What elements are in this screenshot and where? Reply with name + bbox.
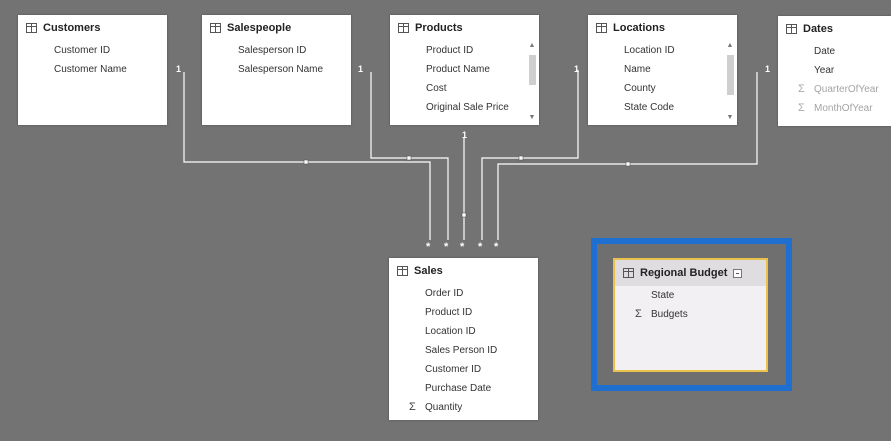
field-original-sale-price[interactable]: Original Sale Price <box>426 102 509 113</box>
scroll-up-icon[interactable]: ▲ <box>726 42 734 49</box>
table-icon <box>210 23 221 33</box>
table-products[interactable]: Products Product ID Product Name Cost Or… <box>390 15 539 125</box>
scroll-thumb[interactable] <box>529 55 536 85</box>
cardinality-many-marker: * <box>478 241 483 253</box>
table-title: Customers <box>43 22 101 34</box>
table-title: Products <box>415 22 463 34</box>
scroll-up-icon[interactable]: ▲ <box>528 42 536 49</box>
field-date[interactable]: Date <box>814 46 836 57</box>
table-icon <box>397 266 408 276</box>
table-icon <box>26 23 37 33</box>
sigma-icon: Σ <box>798 83 805 95</box>
field-county[interactable]: County <box>624 83 656 94</box>
field-label: QuarterOfYear <box>814 84 879 95</box>
field-location-id[interactable]: Location ID <box>425 326 476 337</box>
field-name[interactable]: Name <box>624 64 651 75</box>
field-product-name[interactable]: Product Name <box>426 64 490 75</box>
table-icon <box>786 24 797 34</box>
table-icon <box>596 23 607 33</box>
cardinality-one-dates: 1 <box>765 64 771 74</box>
sigma-icon: Σ <box>409 401 416 413</box>
field-quantity[interactable]: Σ Quantity <box>389 398 538 417</box>
table-title: Salespeople <box>227 22 292 34</box>
table-icon <box>623 268 634 278</box>
scroll-down-icon[interactable]: ▼ <box>726 114 734 121</box>
table-locations-header[interactable]: Locations <box>588 15 737 41</box>
field-label: Budgets <box>651 309 688 320</box>
table-locations[interactable]: Locations Location ID Name County State … <box>588 15 737 125</box>
table-salespeople-header[interactable]: Salespeople <box>202 15 351 41</box>
field-location-id[interactable]: Location ID <box>624 45 675 56</box>
collapse-icon[interactable] <box>733 268 743 278</box>
sigma-icon: Σ <box>798 102 805 114</box>
cardinality-one-customers: 1 <box>176 64 182 74</box>
field-product-id[interactable]: Product ID <box>426 45 474 56</box>
field-state[interactable]: State <box>651 290 675 301</box>
field-quarter-of-year[interactable]: Σ QuarterOfYear <box>778 80 891 99</box>
cardinality-one-products: 1 <box>462 130 468 140</box>
field-salesperson-id[interactable]: Salesperson ID <box>238 45 307 56</box>
field-month-of-year[interactable]: Σ MonthOfYear <box>778 99 891 118</box>
table-regional-budget[interactable]: Regional Budget State Σ Budgets <box>613 258 768 372</box>
table-title: Locations <box>613 22 665 34</box>
field-order-id[interactable]: Order ID <box>425 288 464 299</box>
field-sales-person-id[interactable]: Sales Person ID <box>425 345 498 356</box>
scroll-thumb[interactable] <box>727 55 734 95</box>
field-label: MonthOfYear <box>814 103 873 114</box>
table-customers-header[interactable]: Customers <box>18 15 167 41</box>
field-customer-id[interactable]: Customer ID <box>425 364 482 375</box>
table-locations-scrollbar[interactable]: ▲ ▼ <box>725 41 735 123</box>
field-purchase-date[interactable]: Purchase Date <box>425 383 492 394</box>
table-title: Sales <box>414 265 443 277</box>
field-year[interactable]: Year <box>814 65 835 76</box>
table-dates-header[interactable]: Dates <box>778 16 891 42</box>
field-cost[interactable]: Cost <box>426 83 447 94</box>
table-icon <box>398 23 409 33</box>
table-title: Dates <box>803 23 833 35</box>
cardinality-one-salespeople: 1 <box>358 64 364 74</box>
cardinality-many-marker: * <box>444 241 449 253</box>
table-products-header[interactable]: Products <box>390 15 539 41</box>
cardinality-many-marker: * <box>460 241 465 253</box>
table-title: Regional Budget <box>640 267 728 279</box>
table-products-scrollbar[interactable]: ▲ ▼ <box>527 41 537 123</box>
field-customer-id[interactable]: Customer ID <box>54 45 111 56</box>
table-customers[interactable]: Customers Customer ID Customer Name <box>18 15 167 125</box>
field-product-id[interactable]: Product ID <box>425 307 473 318</box>
cardinality-many-marker: * <box>426 241 431 253</box>
table-salespeople[interactable]: Salespeople Salesperson ID Salesperson N… <box>202 15 351 125</box>
field-customer-name[interactable]: Customer Name <box>54 64 127 75</box>
cardinality-many-marker: * <box>494 241 499 253</box>
table-sales[interactable]: Sales Order ID Product ID Location ID Sa… <box>389 258 538 420</box>
cardinality-one-locations: 1 <box>574 64 580 74</box>
field-budgets[interactable]: Σ Budgets <box>615 305 766 324</box>
field-label: Quantity <box>425 402 463 413</box>
field-salesperson-name[interactable]: Salesperson Name <box>238 64 324 75</box>
sigma-icon: Σ <box>635 308 642 320</box>
table-sales-header[interactable]: Sales <box>389 258 538 284</box>
table-regional-budget-header[interactable]: Regional Budget <box>615 260 766 286</box>
field-state-code[interactable]: State Code <box>624 102 675 113</box>
scroll-down-icon[interactable]: ▼ <box>528 114 536 121</box>
table-dates[interactable]: Dates Date Year Σ QuarterOfYear Σ MonthO… <box>778 16 891 126</box>
